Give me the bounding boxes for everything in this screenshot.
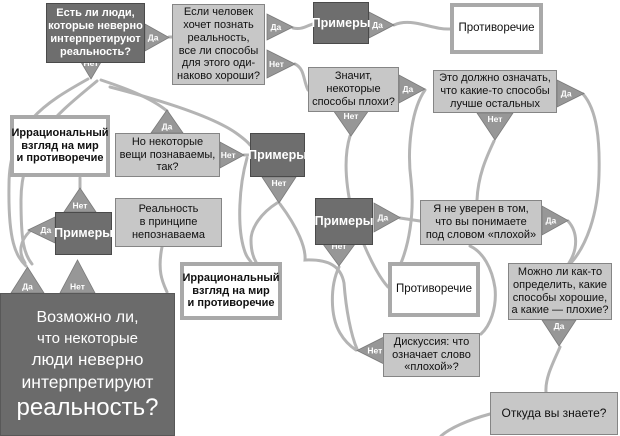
branch-label: Нет: [221, 150, 236, 160]
flow-node-text: Я не уверен в том, что вы понимаете под …: [425, 203, 537, 241]
flow-node-primery-top: Примеры: [311, 2, 371, 44]
flow-node-text: Примеры: [314, 214, 374, 229]
connector-line: [19, 229, 32, 265]
flow-node-text: Дискуссия: что означает слово «плохой»?: [392, 335, 471, 374]
flow-node-text: Но некоторые вещи познаваемы, так?: [119, 135, 216, 174]
connector-line: [238, 156, 253, 264]
flow-node-text: Иррациональный взгляд на мир и противоре…: [11, 126, 109, 165]
branch-label: Да: [554, 321, 565, 331]
flow-node-text: Примеры: [248, 147, 307, 162]
flow-node-q-est-li-lyudi: Есть ли люди, которые неверно интерпрети…: [46, 3, 145, 63]
flow-node-text: Реальность в принципе непознаваема: [131, 203, 205, 241]
branch-triangle-нет: [219, 141, 245, 169]
flow-node-text-line: интерпретируют: [21, 371, 154, 392]
connector-line: [475, 139, 496, 202]
flow-node-text: Противоречие: [395, 282, 473, 295]
branch-label: Да: [545, 216, 556, 226]
branch-triangle-да: [266, 13, 294, 41]
branch-label: Да: [402, 84, 413, 94]
branch-label: Нет: [367, 346, 382, 356]
branch-label: Нет: [269, 59, 284, 69]
branch-triangle-нет: [476, 112, 514, 141]
flow-node-text-line: что некоторые: [37, 329, 138, 347]
branch-triangle-да: [541, 205, 569, 236]
branch-label: Нет: [84, 58, 99, 68]
flow-node-irr-vzglyad-1: Иррациональный взгляд на мир и противоре…: [10, 115, 110, 177]
flow-node-st-eto-dolzhno: Это должно означать, что какие-то способ…: [433, 70, 557, 113]
branch-triangle-да: [541, 319, 577, 347]
flow-node-q-esli-chelovek: Если человек хочет познать реальность, в…: [172, 4, 265, 85]
branch-label: Да: [148, 33, 159, 43]
flow-node-irr-vzglyad-2: Иррациональный взгляд на мир и противоре…: [180, 262, 282, 320]
connector-line: [398, 216, 422, 223]
flow-node-text: Если человек хочет познать реальность, в…: [177, 5, 260, 83]
flow-node-primery-center: Примеры: [248, 133, 307, 177]
flow-node-q-otkuda: Откуда вы знаете?: [490, 392, 618, 435]
flow-node-text: Иррациональный взгляд на мир и противоре…: [182, 271, 280, 310]
branch-label: Да: [22, 282, 33, 292]
connector-line: [399, 88, 427, 265]
connector-line: [249, 201, 279, 264]
flow-node-text: Значит, некоторые способы плохи?: [312, 70, 395, 108]
flow-node-text: Можно ли как-то определить, какие способ…: [511, 265, 609, 317]
flow-node-primery-mid: Примеры: [315, 198, 373, 245]
connector-line: [566, 219, 578, 265]
connector-line: [439, 412, 492, 436]
connector-line: [19, 79, 99, 266]
connector-line: [544, 345, 562, 394]
flow-node-protivorechie-2: Противоречие: [388, 262, 480, 317]
connector-line: [108, 85, 252, 147]
flow-node-protivorechie-top: Противоречие: [450, 3, 543, 54]
branch-label: Нет: [70, 282, 85, 292]
connector-line: [158, 245, 169, 294]
branch-label: Нет: [344, 111, 359, 121]
flow-node-q-mozhno-li: Можно ли как-то определить, какие способ…: [508, 263, 612, 320]
branch-triangle-да: [398, 74, 426, 104]
branch-label: Нет: [73, 201, 88, 211]
flow-node-q-no-nekotorye: Но некоторые вещи познаваемы, так?: [115, 133, 220, 177]
connector-line: [278, 202, 359, 351]
branch-label: Нет: [272, 178, 287, 188]
connector-line: [293, 62, 310, 92]
flow-node-st-realnost: Реальность в принципе непознаваема: [115, 198, 222, 247]
flow-node-text: Откуда вы знаете?: [501, 406, 607, 421]
branch-label: Да: [561, 89, 572, 99]
flow-node-q-znachit: Значит, некоторые способы плохи?: [308, 67, 399, 112]
branch-triangle-да: [368, 11, 395, 39]
flow-node-text-line: Возможно ли,: [36, 309, 139, 326]
connector-line: [392, 20, 452, 31]
branch-triangle-да: [556, 79, 585, 108]
branch-label: Да: [40, 225, 51, 235]
branch-triangle-да: [373, 202, 401, 233]
flow-node-text: Есть ли люди, которые неверно интерпрети…: [48, 7, 143, 58]
branch-triangle-да: [144, 23, 170, 52]
flow-node-primery-left: Примеры: [54, 212, 113, 255]
branch-label: Нет: [488, 114, 503, 124]
flow-node-text: Противоречие: [458, 21, 535, 34]
flow-node-text-line: люди неверно: [31, 349, 144, 369]
branch-label: Да: [270, 22, 281, 32]
branch-label: Да: [372, 20, 383, 30]
connector-line: [569, 92, 601, 265]
flow-node-st-diskussiya: Дискуссия: что означает слово «плохой»?: [383, 333, 480, 377]
flow-node-text: Примеры: [54, 226, 113, 241]
flow-node-text-line: реальность?: [16, 394, 159, 422]
branch-triangle-нет: [266, 49, 296, 79]
branch-label: Да: [377, 213, 388, 223]
connector-line: [468, 244, 497, 336]
flow-node-text: Это должно означать, что какие-то способ…: [439, 72, 551, 110]
branch-label: Да: [162, 122, 173, 132]
flow-node-text: Примеры: [311, 15, 371, 30]
branch-label: Нет: [332, 241, 347, 251]
flow-node-st-ya-ne-uveren: Я не уверен в том, что вы понимаете под …: [420, 200, 542, 245]
connector-line: [7, 77, 90, 268]
connector-line: [330, 265, 358, 352]
branch-triangle-нет: [261, 176, 297, 204]
connector-line: [291, 22, 315, 30]
